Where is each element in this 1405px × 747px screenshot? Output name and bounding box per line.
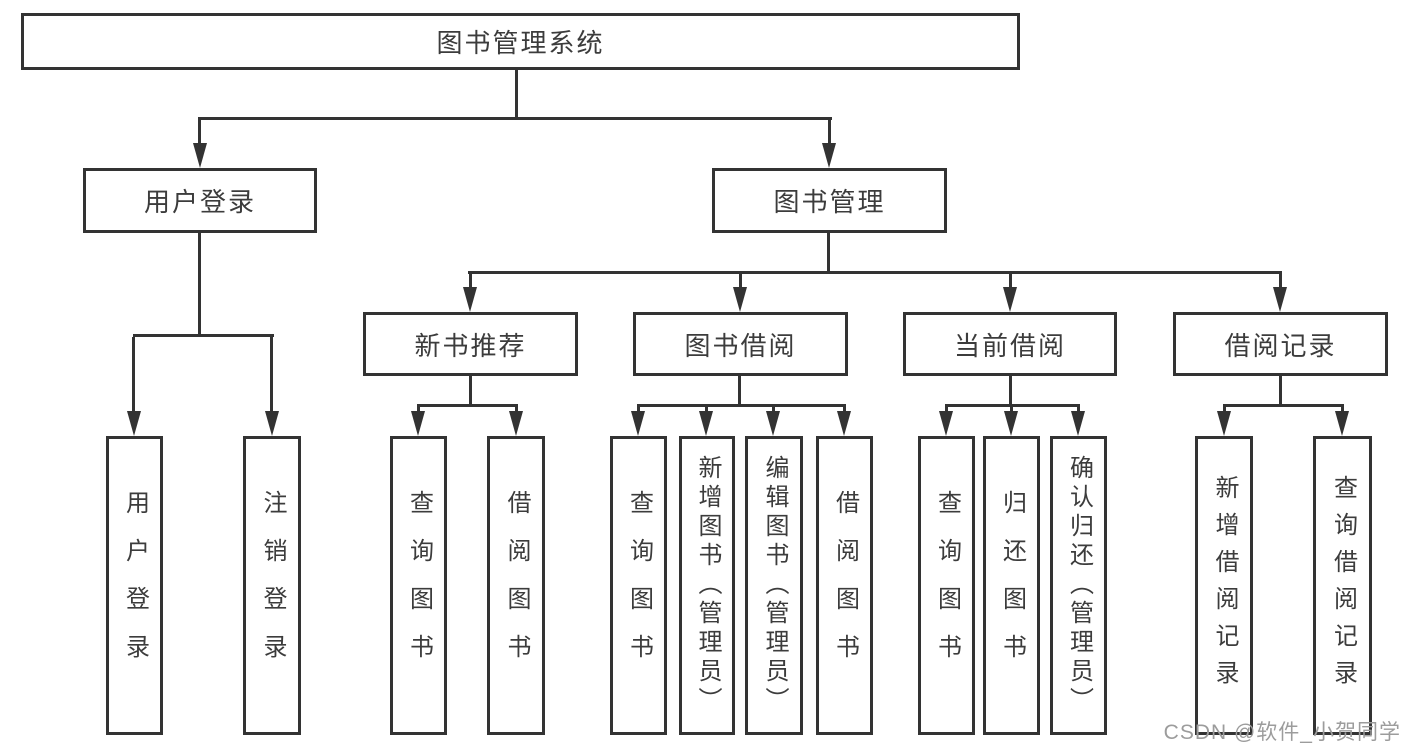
node-label: 当前借阅 xyxy=(953,330,1066,361)
arrowhead-icon xyxy=(193,143,207,168)
node-label: 查询图书 xyxy=(625,489,653,682)
node-label: 新增借阅记录 xyxy=(1211,474,1238,697)
leaf-user-login: 用户登录 xyxy=(106,436,163,735)
connector xyxy=(1009,376,1012,407)
connector xyxy=(738,376,741,407)
connector xyxy=(827,233,830,274)
node-label: 借阅记录 xyxy=(1224,330,1337,361)
connector xyxy=(1009,274,1012,290)
arrowhead-icon xyxy=(1217,411,1231,436)
node-borrow-records: 借阅记录 xyxy=(1173,312,1388,376)
connector xyxy=(828,120,831,145)
connector xyxy=(198,120,201,145)
leaf-query-borrow-record: 查询借阅记录 xyxy=(1313,436,1372,735)
node-label: 新书推荐 xyxy=(414,330,527,361)
arrowhead-icon xyxy=(1004,411,1018,436)
leaf-query-books-1: 查询图书 xyxy=(390,436,447,735)
arrowhead-icon xyxy=(1335,411,1349,436)
arrowhead-icon xyxy=(1071,411,1085,436)
node-label: 新增图书（管理员） xyxy=(694,455,721,716)
connector xyxy=(417,404,518,407)
arrowhead-icon xyxy=(822,143,836,168)
node-label: 注销登录 xyxy=(259,489,286,682)
connector xyxy=(132,337,135,413)
arrowhead-icon xyxy=(631,411,645,436)
arrowhead-icon xyxy=(939,411,953,436)
connector xyxy=(1223,404,1344,407)
node-label: 用户登录 xyxy=(121,489,149,682)
arrowhead-icon xyxy=(127,411,141,436)
connector xyxy=(133,334,274,337)
connector xyxy=(469,376,472,407)
connector xyxy=(515,70,518,120)
arrowhead-icon xyxy=(411,411,425,436)
connector xyxy=(198,117,832,120)
leaf-logout: 注销登录 xyxy=(243,436,301,735)
leaf-add-books-admin: 新增图书（管理员） xyxy=(679,436,735,735)
node-book-borrow: 图书借阅 xyxy=(633,312,848,376)
node-label: 编辑图书（管理员） xyxy=(761,455,788,716)
leaf-confirm-return-admin: 确认归还（管理员） xyxy=(1050,436,1107,735)
arrowhead-icon xyxy=(1003,287,1017,312)
arrowhead-icon xyxy=(766,411,780,436)
leaf-query-books-3: 查询图书 xyxy=(918,436,975,735)
node-label: 归还图书 xyxy=(998,489,1026,682)
node-label: 图书管理 xyxy=(773,187,886,217)
node-user-login: 用户登录 xyxy=(83,168,317,233)
connector xyxy=(270,337,273,413)
node-current-borrow: 当前借阅 xyxy=(903,312,1117,376)
arrowhead-icon xyxy=(463,287,477,312)
arrowhead-icon xyxy=(733,287,747,312)
connector xyxy=(945,404,1080,407)
connector xyxy=(1279,274,1282,290)
leaf-query-books-2: 查询图书 xyxy=(610,436,667,735)
arrowhead-icon xyxy=(265,411,279,436)
leaf-borrow-books-1: 借阅图书 xyxy=(487,436,545,735)
node-new-book-recommend: 新书推荐 xyxy=(363,312,578,376)
arrowhead-icon xyxy=(837,411,851,436)
connector xyxy=(198,233,201,337)
node-label: 借阅图书 xyxy=(831,489,859,682)
connector xyxy=(637,404,846,407)
connector xyxy=(739,274,742,290)
node-label: 图书管理系统 xyxy=(436,28,605,58)
node-label: 查询图书 xyxy=(405,489,433,682)
arrowhead-icon xyxy=(699,411,713,436)
leaf-add-borrow-record: 新增借阅记录 xyxy=(1195,436,1253,735)
connector xyxy=(468,271,1282,274)
node-label: 借阅图书 xyxy=(503,489,530,682)
connector xyxy=(469,274,472,290)
leaf-borrow-books-2: 借阅图书 xyxy=(816,436,873,735)
node-label: 查询借阅记录 xyxy=(1329,474,1357,697)
leaf-edit-books-admin: 编辑图书（管理员） xyxy=(745,436,803,735)
node-book-management: 图书管理 xyxy=(712,168,947,233)
node-label: 确认归还（管理员） xyxy=(1065,455,1093,716)
node-label: 用户登录 xyxy=(143,187,256,217)
leaf-return-books: 归还图书 xyxy=(983,436,1040,735)
node-label: 图书借阅 xyxy=(684,330,797,361)
connector xyxy=(1279,376,1282,407)
arrowhead-icon xyxy=(1273,287,1287,312)
csdn-watermark: CSDN @软件_小贺同学 xyxy=(1163,721,1401,744)
node-label: 查询图书 xyxy=(933,489,961,682)
node-root-system: 图书管理系统 xyxy=(21,13,1020,70)
arrowhead-icon xyxy=(509,411,523,436)
